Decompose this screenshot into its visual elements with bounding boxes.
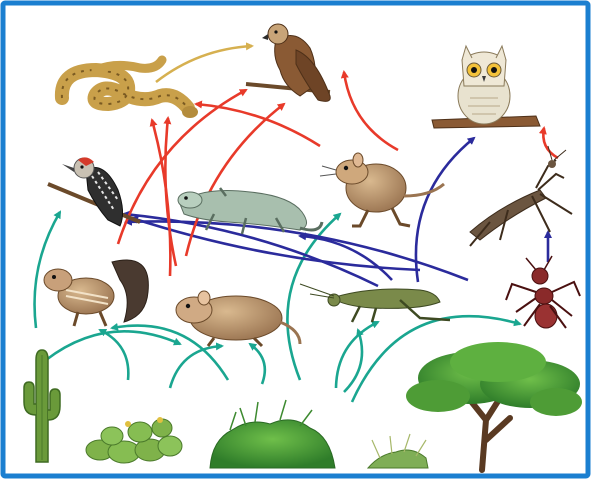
food-web-canvas	[0, 0, 591, 479]
food-web-diagram	[0, 0, 591, 479]
